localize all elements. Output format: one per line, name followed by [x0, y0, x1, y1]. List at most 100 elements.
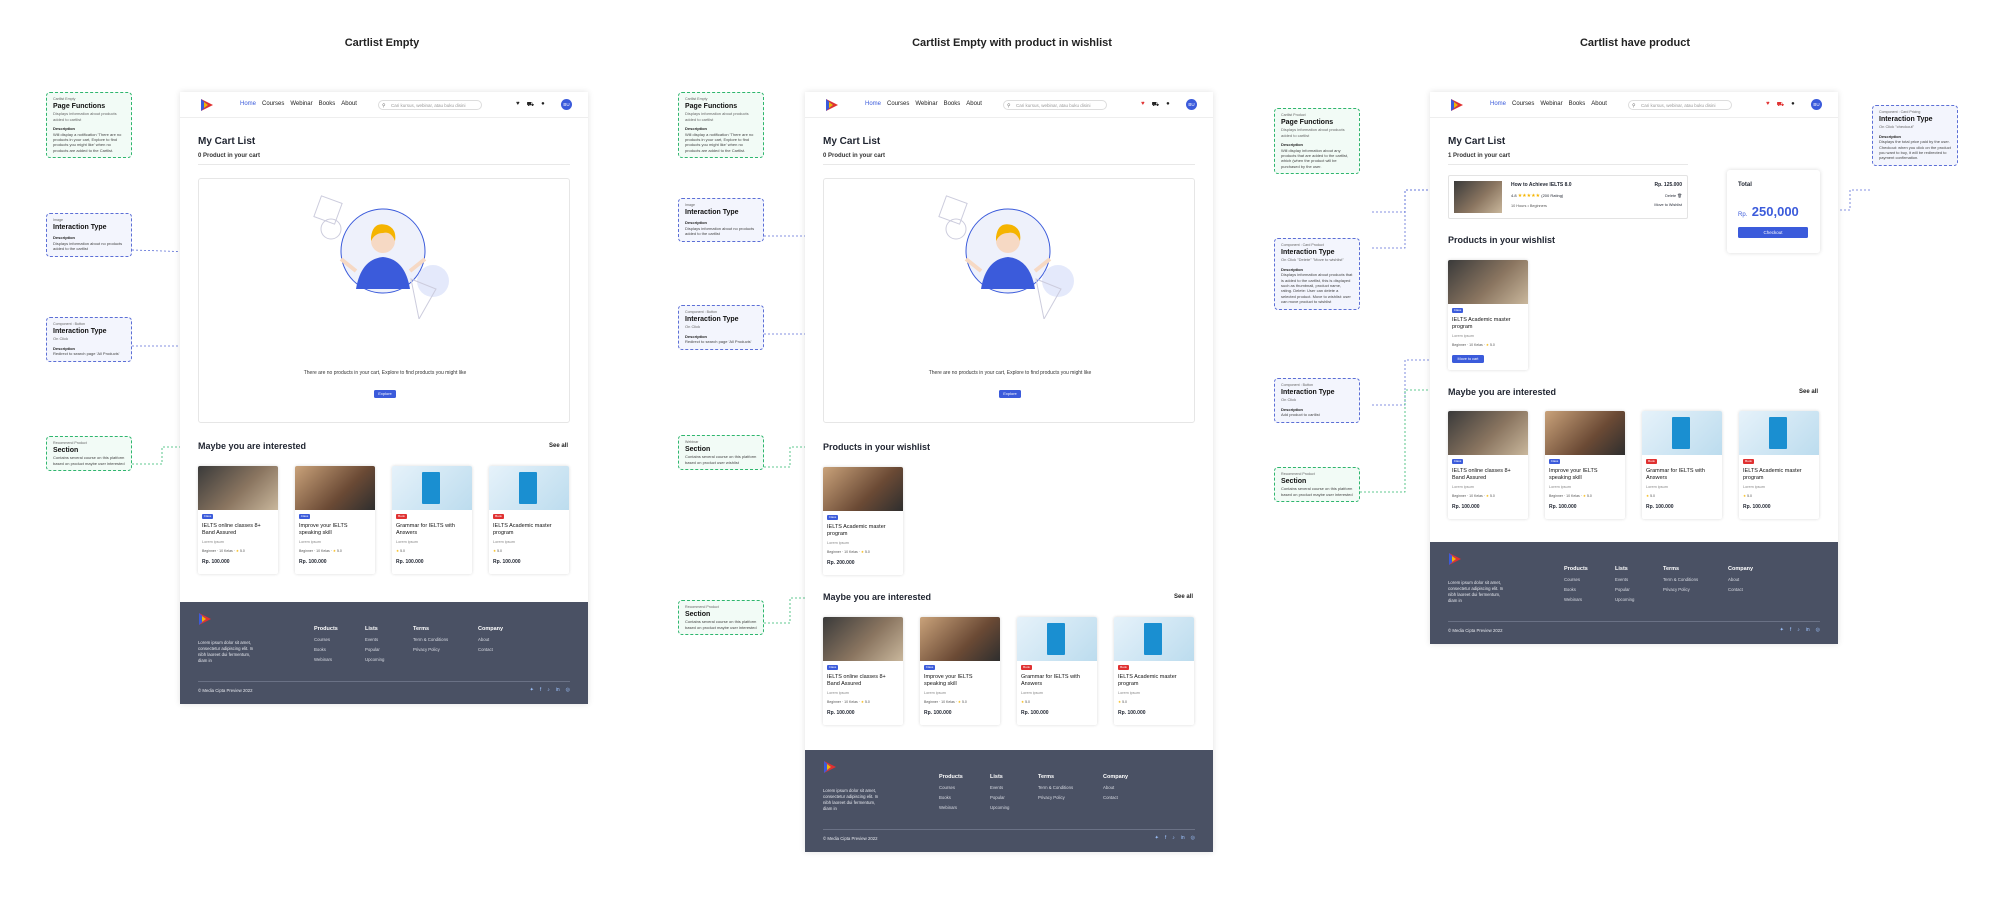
see-all-link[interactable]: See all [1173, 594, 1193, 600]
course-card[interactable]: Book IELTS Academic master program Lorem… [489, 466, 569, 574]
linkedin-icon[interactable]: in [1180, 835, 1185, 841]
nav-home[interactable]: Home [1490, 101, 1507, 107]
cart-item-card[interactable]: How to Achieve IELTS 8.0 4.8 ★★★★★ (200 … [1448, 175, 1688, 219]
course-desc: Lorem ipsum [299, 540, 321, 544]
nav-about[interactable]: About [341, 101, 357, 107]
brand-logo-icon[interactable] [1450, 98, 1464, 112]
course-card[interactable]: Class Improve your IELTS speaking skill … [1545, 411, 1625, 519]
course-thumbnail [823, 617, 903, 661]
wishlist-title: Products in your wishlist [823, 442, 931, 452]
tiktok-icon[interactable]: ♪ [1797, 627, 1800, 633]
linkedin-icon[interactable]: in [555, 687, 560, 693]
wishlist-card[interactable]: Class IELTS Academic master program Lore… [1448, 260, 1528, 370]
tiktok-icon[interactable]: ♪ [547, 687, 550, 693]
instagram-icon[interactable]: ◎ [1815, 627, 1820, 633]
bell-icon[interactable]: ● [1166, 101, 1170, 107]
search-input[interactable]: ⚲Cari kursus, webinar, atau buku disini [1628, 100, 1732, 110]
cart-icon[interactable]: ⛟ [1776, 102, 1785, 108]
nav-books[interactable]: Books [943, 101, 961, 107]
course-badge: Class [827, 515, 838, 520]
nav-webinar[interactable]: Webinar [915, 101, 938, 107]
bell-icon[interactable]: ● [541, 101, 545, 107]
course-badge: Class [299, 514, 310, 519]
course-meta: Beginner · 10 Kelas · ★ 5.0 [827, 550, 870, 554]
course-badge: Class [1549, 459, 1560, 464]
course-card[interactable]: Book Grammar for IELTS with Answers Lore… [1017, 617, 1097, 725]
checkout-button[interactable]: Checkout [1738, 227, 1808, 238]
empty-cart-message: There are no products in your cart, Expl… [303, 370, 467, 376]
delete-button[interactable]: Delete 🗑 [1665, 194, 1682, 198]
cart-item-meta: 10 Hours • Beginners [1511, 204, 1547, 208]
course-card[interactable]: Class Improve your IELTS speaking skill … [920, 617, 1000, 725]
cart-icon[interactable]: ⛟ [526, 102, 535, 108]
course-badge: Book [396, 514, 407, 519]
course-card[interactable]: Class IELTS online classes 8+ Band Assur… [823, 617, 903, 725]
heart-icon[interactable]: ♥ [516, 101, 520, 107]
nav-courses[interactable]: Courses [262, 101, 285, 107]
bell-icon[interactable]: ● [1791, 101, 1795, 107]
avatar[interactable]: BU [1811, 99, 1822, 110]
see-all-link[interactable]: See all [548, 443, 568, 449]
nav-books[interactable]: Books [318, 101, 336, 107]
course-badge: Class [924, 665, 935, 670]
course-card[interactable]: Book Grammar for IELTS with Answers Lore… [392, 466, 472, 574]
heart-icon[interactable]: ♥ [1141, 101, 1145, 107]
course-price: Rp. 200.000 [827, 560, 855, 566]
see-all-link[interactable]: See all [1798, 389, 1818, 395]
course-card[interactable]: Class IELTS online classes 8+ Band Assur… [198, 466, 278, 574]
nav-home[interactable]: Home [865, 101, 882, 107]
frame-cart-filled: Home Courses Webinar Books About ⚲Cari k… [1430, 92, 1838, 644]
move-to-cart-button[interactable]: Move to cart [1452, 355, 1484, 363]
facebook-icon[interactable]: f [539, 687, 542, 693]
nav-books[interactable]: Books [1568, 101, 1586, 107]
search-icon: ⚲ [1632, 103, 1636, 109]
wishlist-card[interactable]: Class IELTS Academic master program Lore… [823, 467, 903, 575]
course-badge: Class [827, 665, 838, 670]
nav-webinar[interactable]: Webinar [290, 101, 313, 107]
instagram-icon[interactable]: ◎ [565, 687, 570, 693]
column-title-wishlist: Cartlist Empty with product in wishlist [912, 37, 1112, 49]
course-card[interactable]: Book Grammar for IELTS with Answers Lore… [1642, 411, 1722, 519]
linkedin-icon[interactable]: in [1805, 627, 1810, 633]
course-card[interactable]: Class Improve your IELTS speaking skill … [295, 466, 375, 574]
nav-courses[interactable]: Courses [1512, 101, 1535, 107]
avatar[interactable]: BU [561, 99, 572, 110]
explore-button[interactable]: Explore [374, 390, 396, 398]
nav-webinar[interactable]: Webinar [1540, 101, 1563, 107]
interested-title: Maybe you are interested [198, 441, 307, 451]
navbar: Home Courses Webinar Books About ⚲Cari k… [805, 92, 1213, 118]
twitter-icon[interactable]: ✦ [1154, 835, 1159, 841]
avatar[interactable]: BU [1186, 99, 1197, 110]
course-card[interactable]: Book IELTS Academic master program Lorem… [1114, 617, 1194, 725]
brand-logo-icon[interactable] [825, 98, 839, 112]
course-card[interactable]: Class IELTS online classes 8+ Band Assur… [1448, 411, 1528, 519]
heart-icon[interactable]: ♥ [1766, 101, 1770, 107]
facebook-icon[interactable]: f [1789, 627, 1792, 633]
search-input[interactable]: ⚲Cari kursus, webinar, atau buku disini [378, 100, 482, 110]
course-thumbnail [198, 466, 278, 510]
nav-about[interactable]: About [966, 101, 982, 107]
twitter-icon[interactable]: ✦ [529, 687, 534, 693]
nav-courses[interactable]: Courses [887, 101, 910, 107]
brand-logo-icon[interactable] [200, 98, 214, 112]
course-meta: Beginner · 10 Kelas · ★ 5.0 [202, 549, 245, 553]
instagram-icon[interactable]: ◎ [1190, 835, 1195, 841]
course-card[interactable]: Book IELTS Academic master program Lorem… [1739, 411, 1819, 519]
nav-about[interactable]: About [1591, 101, 1607, 107]
course-desc: Lorem ipsum [202, 540, 224, 544]
course-price: Rp. 100.000 [1021, 710, 1049, 716]
facebook-icon[interactable]: f [1164, 835, 1167, 841]
column-title-filled: Cartlist have product [1579, 37, 1691, 49]
book-thumbnail [1114, 617, 1194, 661]
nav-home[interactable]: Home [240, 101, 257, 107]
search-input[interactable]: ⚲Cari kursus, webinar, atau buku disini [1003, 100, 1107, 110]
course-title: Grammar for IELTS with Answers [1021, 674, 1080, 687]
course-desc: Lorem ipsum [924, 691, 946, 695]
move-to-wishlist-button[interactable]: Move to Wishlist [1654, 203, 1682, 207]
tiktok-icon[interactable]: ♪ [1172, 835, 1175, 841]
cart-icon[interactable]: ⛟ [1151, 102, 1160, 108]
explore-button[interactable]: Explore [999, 390, 1021, 398]
twitter-icon[interactable]: ✦ [1779, 627, 1784, 633]
